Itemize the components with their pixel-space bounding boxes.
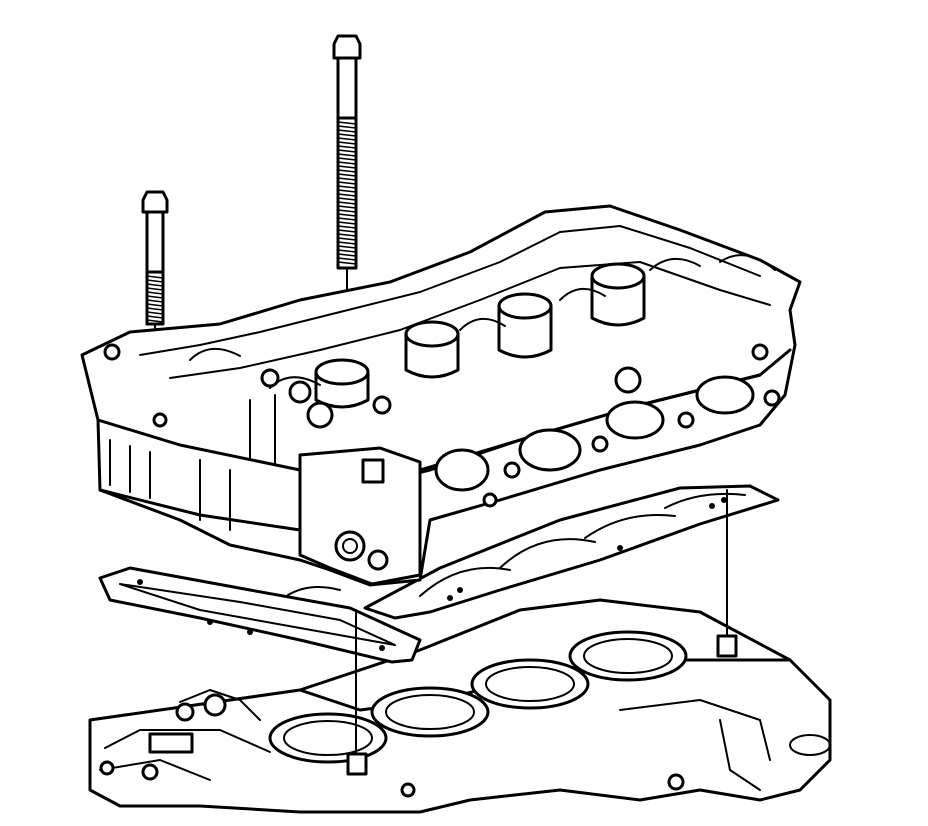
bolt-thread (146, 275, 164, 279)
block-boss (148, 732, 194, 754)
lifter-cup-4 (590, 262, 646, 327)
cylinder-bore-1 (268, 712, 388, 764)
bolt-thread (146, 307, 164, 311)
bolt-thread (337, 205, 357, 209)
bolt-thread (337, 241, 357, 245)
bolt-thread (337, 125, 357, 129)
bolt-thread (337, 237, 357, 241)
bolt-thread (337, 137, 357, 141)
bolt-thread (337, 233, 357, 237)
bolt-thread (337, 141, 357, 145)
bolt-thread (337, 193, 357, 197)
cylinder-bore-2 (370, 686, 490, 738)
bolt-thread (337, 185, 357, 189)
bolt-thread (146, 319, 164, 323)
front-cover-gasket (98, 566, 422, 664)
bolt-thread (337, 161, 357, 165)
bolt-thread (337, 209, 357, 213)
bolt-thread (146, 303, 164, 307)
dowel-pin-right (716, 634, 738, 658)
bolt-thread (337, 261, 357, 265)
bolt-thread (337, 157, 357, 161)
bolt-thread (337, 149, 357, 153)
bolt-thread (337, 165, 357, 169)
bolt-thread (146, 287, 164, 291)
bolt-thread (146, 315, 164, 319)
cylinder-head-bolt-short (141, 190, 169, 326)
cylinder-head-bolt-long (332, 34, 362, 270)
lifter-cup-2 (404, 320, 460, 379)
bolt-thread (146, 295, 164, 299)
bolt-thread (337, 145, 357, 149)
cylinder-head (80, 204, 802, 587)
cylinder-bore-3 (470, 658, 590, 710)
cylinder-bore-4 (568, 630, 688, 682)
lifter-cup-3 (497, 292, 553, 359)
bolt-thread (337, 213, 357, 217)
bolt-thread (337, 153, 357, 157)
bolt-thread (337, 177, 357, 181)
bolt-thread (337, 129, 357, 133)
bolt-thread (337, 253, 357, 257)
bolt-thread (337, 121, 357, 125)
engine-block (88, 598, 832, 814)
bolt-thread (337, 173, 357, 177)
bolt-thread (337, 257, 357, 261)
bolt-thread (337, 225, 357, 229)
bolt-thread (337, 133, 357, 137)
bolt-thread (337, 217, 357, 221)
bolt-thread (337, 181, 357, 185)
bolt-thread (337, 229, 357, 233)
bolt-thread (337, 197, 357, 201)
bolt-thread (337, 169, 357, 173)
bolt-thread (146, 283, 164, 287)
bolt-thread (337, 201, 357, 205)
dowel-pin-left (346, 752, 368, 776)
cylinder-head-gasket (287, 484, 780, 620)
lifter-cup-1 (314, 358, 370, 409)
bolt-thread (146, 291, 164, 295)
bolt-thread (337, 245, 357, 249)
bolt-thread (146, 279, 164, 283)
bolt-thread (337, 221, 357, 225)
bolt-thread (337, 249, 357, 253)
bolt-thread (146, 299, 164, 303)
bolt-thread (146, 311, 164, 315)
bolt-thread (337, 189, 357, 193)
